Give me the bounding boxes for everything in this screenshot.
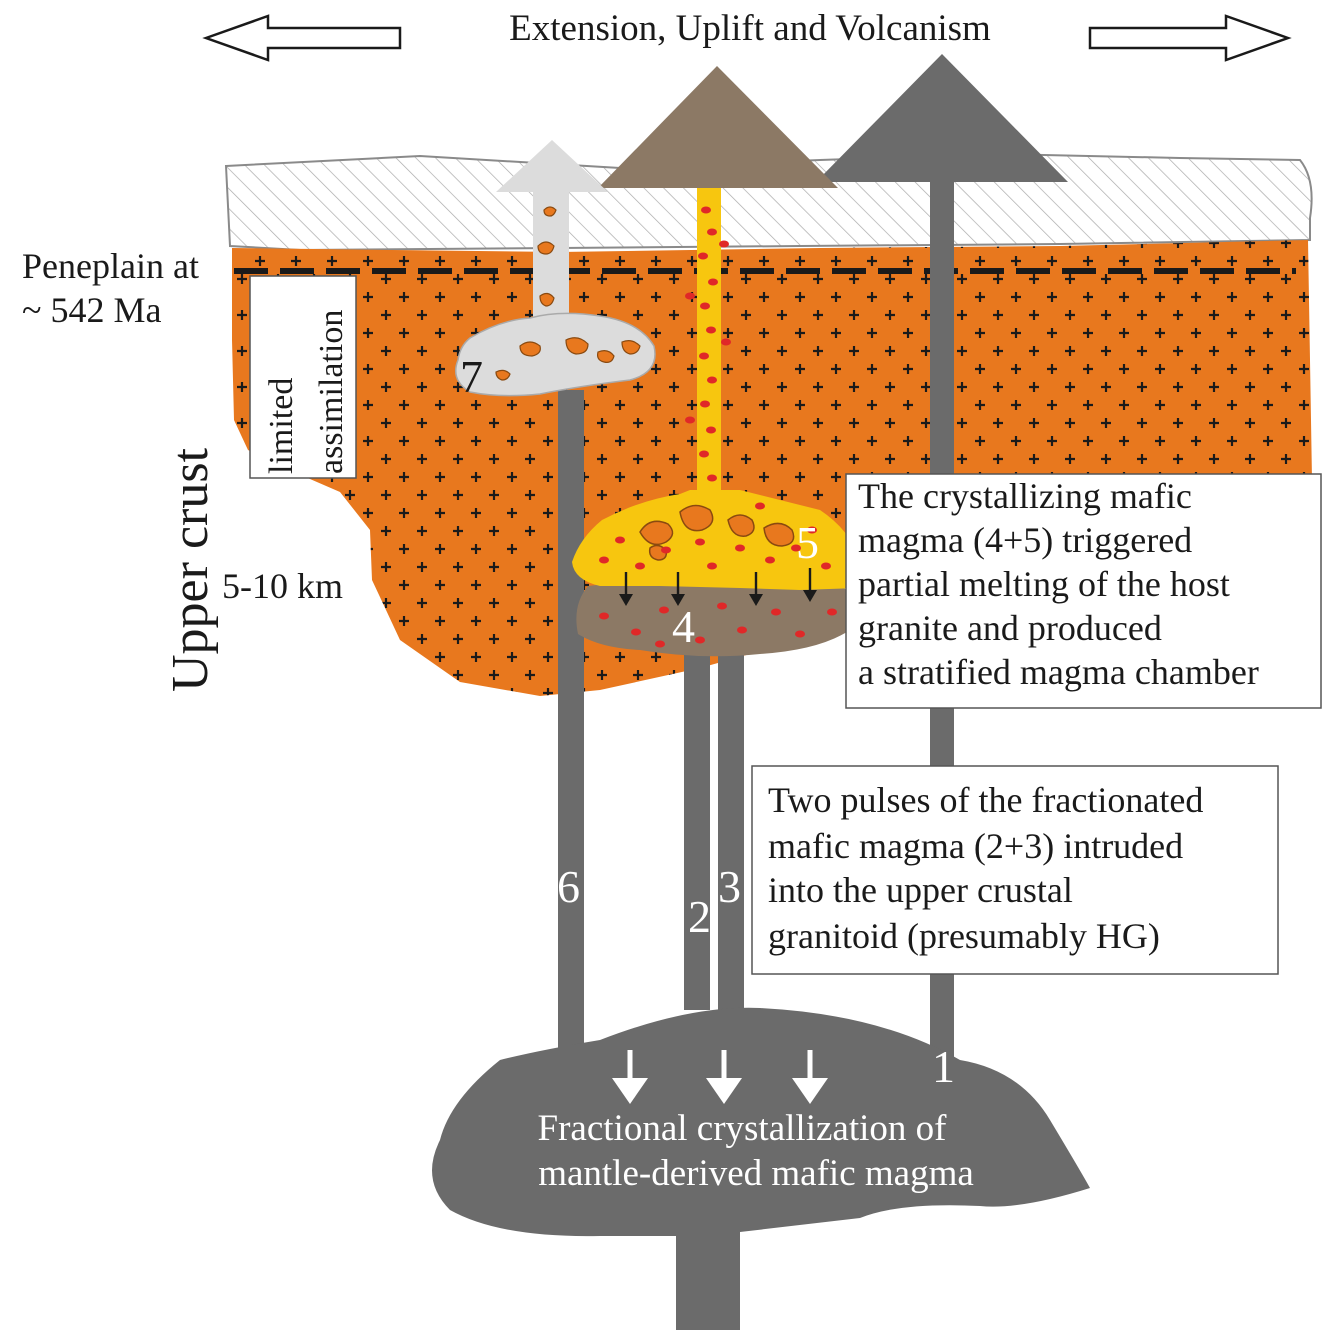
stage-number-5: 5 bbox=[796, 517, 819, 568]
conduit-yellow bbox=[697, 188, 721, 498]
crystallization-arrows bbox=[612, 1050, 828, 1104]
pulses-text-line-1: Two pulses of the fractionated bbox=[768, 780, 1203, 820]
pulses-text-line-3: into the upper crustal bbox=[768, 870, 1073, 910]
upper-crust-label: Upper crust bbox=[162, 447, 219, 692]
chamber-text-line-4: granite and produced bbox=[858, 608, 1162, 648]
assimilation-label-line2: assimilation bbox=[313, 310, 350, 474]
chamber-text-line-1: The crystallizing mafic bbox=[858, 476, 1192, 516]
assimilation-box bbox=[249, 275, 357, 479]
stage-number-2: 2 bbox=[688, 891, 711, 942]
red-melt-dots bbox=[599, 206, 837, 648]
mantle-label-line1: Fractional crystallization of bbox=[538, 1108, 948, 1149]
pluton-7-xenoliths bbox=[495, 206, 641, 381]
chamber-xenoliths bbox=[639, 504, 795, 561]
diagram-title: Extension, Uplift and Volcanism bbox=[509, 8, 991, 49]
conduit-3 bbox=[718, 620, 744, 1010]
stage-number-4: 4 bbox=[672, 601, 695, 652]
peneplain-label-line1: Peneplain at bbox=[22, 246, 199, 286]
mantle-magma-body bbox=[432, 1007, 1090, 1330]
pulses-text-line-4: granitoid (presumably HG) bbox=[768, 916, 1160, 956]
stage-number-6: 6 bbox=[557, 861, 580, 912]
stage-number-3: 3 bbox=[718, 861, 741, 912]
chamber-layer-4 bbox=[576, 578, 854, 657]
arrow-head-grey bbox=[816, 54, 1068, 182]
conduit-6 bbox=[558, 390, 584, 1070]
arrow-head-light-grey bbox=[496, 140, 608, 192]
depth-label: 5-10 km bbox=[222, 566, 343, 606]
peneplain-label-line2: ~ 542 Ma bbox=[22, 290, 161, 330]
pulses-text-box bbox=[751, 765, 1279, 975]
chamber-text-line-3: partial melting of the host bbox=[858, 564, 1230, 604]
stage-number-7: 7 bbox=[460, 351, 483, 402]
mantle-label-line2: mantle-derived mafic magma bbox=[538, 1153, 974, 1194]
assimilation-label-line1: limited bbox=[263, 378, 300, 474]
stage-number-1: 1 bbox=[932, 1041, 955, 1092]
extension-arrow-left bbox=[202, 14, 402, 62]
chamber-text-line-2: magma (4+5) triggered bbox=[858, 520, 1192, 560]
chamber-text-box bbox=[845, 473, 1322, 709]
conduit-2 bbox=[684, 620, 710, 1010]
chamber-arrows bbox=[619, 568, 817, 606]
pulses-text-line-2: mafic magma (2+3) intruded bbox=[768, 826, 1183, 866]
arrow-head-brown bbox=[598, 66, 838, 188]
chamber-text-line-5: a stratified magma chamber bbox=[858, 652, 1259, 692]
extension-arrow-right bbox=[1088, 14, 1292, 62]
